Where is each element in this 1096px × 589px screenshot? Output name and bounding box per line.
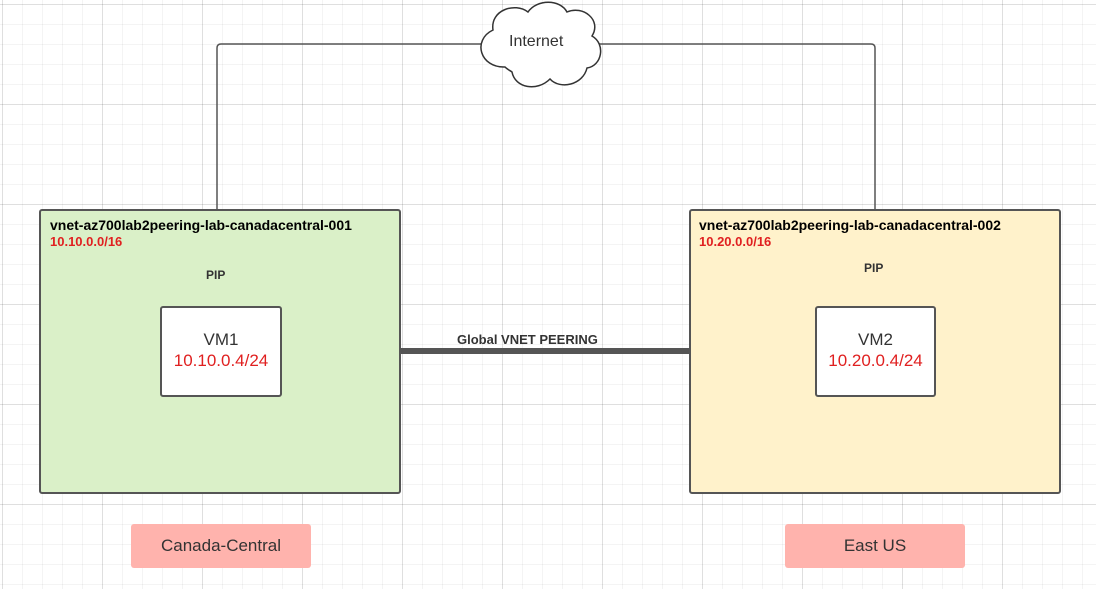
- vm-name-vm1: VM1: [203, 330, 239, 349]
- vnet-name-002: vnet-az700lab2peering-lab-canadacentral-…: [699, 217, 1001, 233]
- internet-label: Internet: [509, 33, 564, 50]
- vm-ip-vm2: 10.20.0.4/24: [828, 351, 923, 370]
- vnet-name-001: vnet-az700lab2peering-lab-canadacentral-…: [50, 217, 352, 233]
- vm-name-vm2: VM2: [858, 330, 893, 349]
- vnet-cidr-002: 10.20.0.0/16: [699, 234, 772, 249]
- internet-link-left: [216, 43, 488, 306]
- internet-link-right: [594, 43, 876, 306]
- peering-label: Global VNET PEERING: [457, 332, 598, 347]
- pip-label-vm1: PIP: [206, 268, 226, 282]
- vm-box-vm2: VM2 10.20.0.4/24: [815, 306, 936, 397]
- cloud-icon: [480, 1, 602, 88]
- vm-box-vm1: VM1 10.10.0.4/24: [160, 306, 282, 397]
- region-label-canada-central: Canada-Central: [131, 524, 311, 568]
- pip-label-vm2: PIP: [864, 261, 884, 275]
- vm-ip-vm1: 10.10.0.4/24: [173, 351, 269, 370]
- vnet-cidr-001: 10.10.0.0/16: [50, 234, 123, 249]
- region-label-east-us: East US: [785, 524, 965, 568]
